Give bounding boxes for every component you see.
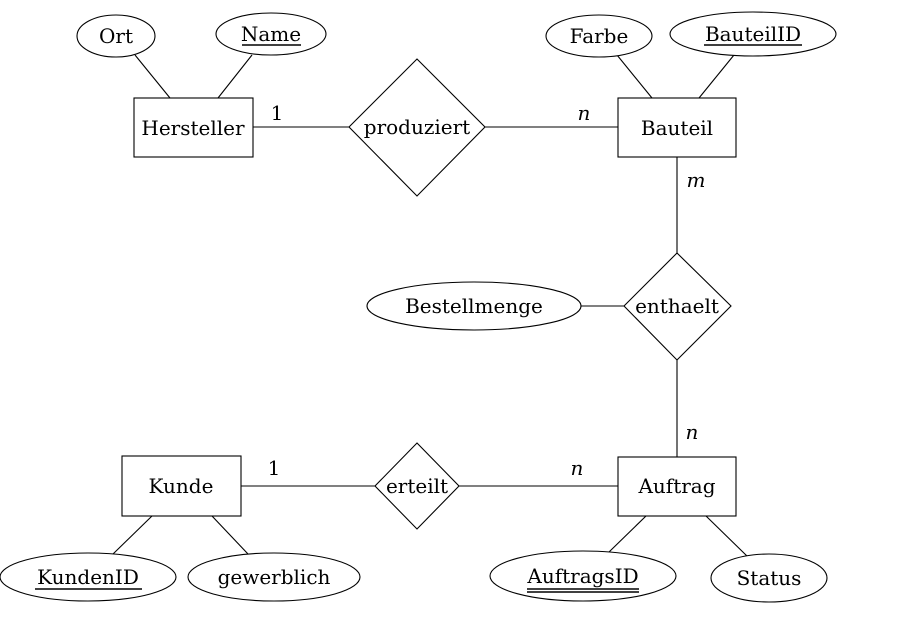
relationship-erteilt-label: erteilt [386, 474, 448, 498]
cardinality-erteilt-auftrag: n [571, 456, 584, 480]
entity-bauteil[interactable]: Bauteil [617, 97, 737, 158]
cardinality-kunde-erteilt: 1 [268, 456, 281, 480]
attribute-auftragsid-label: AuftragsID [526, 564, 638, 588]
entity-auftrag-label: Auftrag [637, 474, 715, 498]
attribute-name[interactable]: Name [215, 12, 327, 56]
line-ort-hersteller [134, 54, 171, 99]
attribute-farbe-label: Farbe [570, 24, 629, 48]
attribute-auftragsid[interactable]: AuftragsID [489, 550, 677, 602]
attribute-bauteilid-label: BauteilID [705, 22, 801, 46]
relationship-produziert-label: produziert [364, 115, 470, 139]
attribute-bestellmenge[interactable]: Bestellmenge [366, 281, 582, 331]
attribute-kundenid[interactable]: KundenID [0, 552, 177, 602]
attribute-kundenid-label: KundenID [37, 565, 139, 589]
cardinality-enthaelt-auftrag: n [686, 420, 699, 444]
cardinality-produziert-bauteil: n [578, 101, 591, 125]
attribute-ort[interactable]: Ort [76, 14, 156, 58]
line-kunde-gewerblich [211, 515, 249, 555]
attribute-status-label: Status [737, 566, 802, 590]
attribute-gewerblich[interactable]: gewerblich [187, 552, 361, 602]
relationship-enthaelt-label: enthaelt [635, 294, 719, 318]
cardinality-hersteller-produziert: 1 [271, 101, 284, 125]
line-kunde-kundenid [112, 515, 153, 555]
entity-kunde[interactable]: Kunde [121, 455, 242, 517]
connectors [112, 54, 749, 558]
relationship-produziert[interactable]: produziert [348, 58, 486, 197]
attribute-bauteilid[interactable]: BauteilID [669, 11, 837, 57]
attribute-bestellmenge-label: Bestellmenge [405, 294, 543, 318]
attribute-status[interactable]: Status [710, 553, 828, 603]
line-auftrag-status [705, 515, 749, 558]
relationship-erteilt[interactable]: erteilt [374, 442, 460, 530]
cardinality-bauteil-enthaelt: m [687, 168, 706, 192]
line-bauteilid-bauteil [698, 54, 735, 99]
attribute-farbe[interactable]: Farbe [545, 14, 653, 58]
entity-bauteil-label: Bauteil [641, 116, 713, 140]
line-farbe-bauteil [616, 54, 653, 99]
attribute-gewerblich-label: gewerblich [218, 565, 331, 589]
line-name-hersteller [217, 54, 253, 99]
entity-kunde-label: Kunde [149, 474, 214, 498]
entity-auftrag[interactable]: Auftrag [617, 456, 737, 517]
entity-hersteller[interactable]: Hersteller [133, 97, 254, 158]
line-auftrag-auftragsid [608, 515, 647, 553]
relationship-enthaelt[interactable]: enthaelt [623, 252, 732, 361]
entity-hersteller-label: Hersteller [141, 116, 245, 140]
attribute-name-label: Name [241, 22, 301, 46]
attribute-ort-label: Ort [99, 24, 133, 48]
